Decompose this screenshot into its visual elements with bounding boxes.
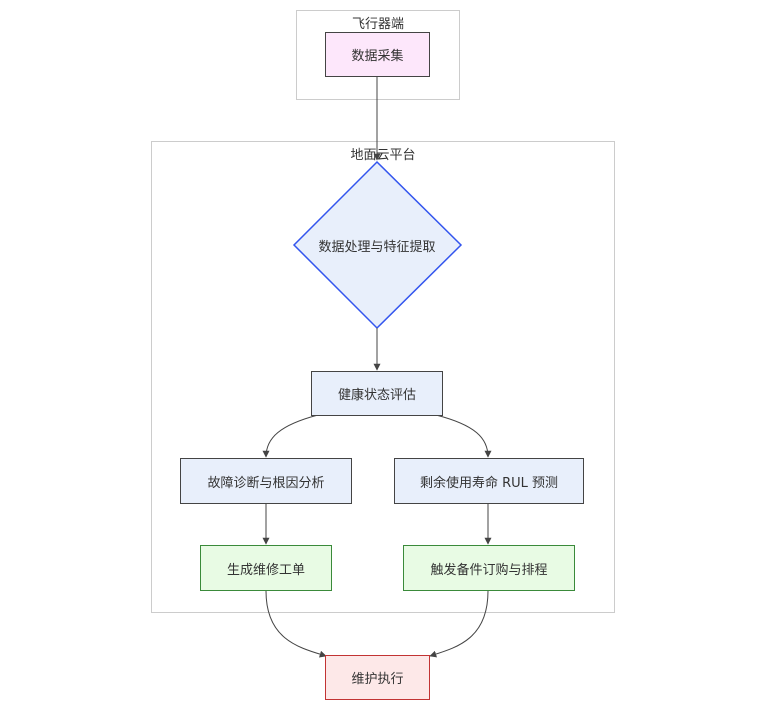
maintenance-execution-label: 维护执行 [351, 672, 404, 687]
fault-diagnosis-node[interactable]: 故障诊断与根因分析 [180, 458, 352, 504]
ground-cluster-label: 地面云平台 [350, 148, 416, 163]
health-assessment-node[interactable]: 健康状态评估 [311, 371, 443, 416]
work-order-node[interactable]: 生成维修工单 [200, 545, 332, 591]
maintenance-execution-node[interactable]: 维护执行 [325, 655, 430, 700]
edge-health-to-rul [435, 414, 492, 458]
fault-diagnosis-label: 故障诊断与根因分析 [207, 475, 325, 491]
data-collection-node[interactable]: 数据采集 [325, 32, 430, 77]
edge-workorder-to-execute [265, 590, 327, 658]
spares-ordering-node[interactable]: 触发备件订购与排程 [403, 545, 575, 591]
work-order-label: 生成维修工单 [226, 562, 305, 578]
health-assessment-label: 健康状态评估 [337, 388, 416, 403]
aircraft-cluster: 飞行器端 [296, 10, 460, 100]
rul-prediction-label: 剩余使用寿命 RUL 预测 [419, 475, 559, 491]
edge-spares-to-execute [429, 590, 489, 658]
edge-health-to-diagnosis [262, 414, 319, 458]
spares-ordering-label: 触发备件订购与排程 [430, 562, 548, 578]
processing-node-label[interactable]: 数据处理与特征提取 [318, 240, 436, 255]
rul-prediction-node[interactable]: 剩余使用寿命 RUL 预测 [394, 458, 584, 504]
aircraft-cluster-label: 飞行器端 [351, 17, 404, 32]
data-collection-label: 数据采集 [351, 49, 404, 64]
